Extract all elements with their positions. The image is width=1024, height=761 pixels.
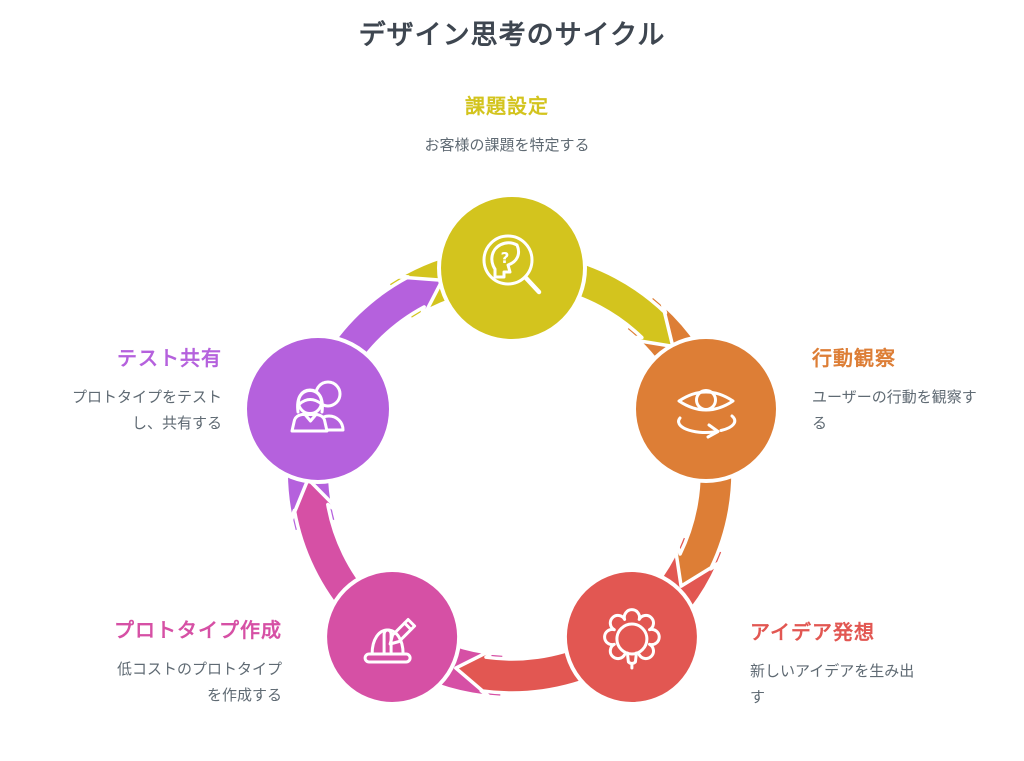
node-circle-problem-framing: ? [437,193,587,343]
node-label-ideation: アイデア発想 新しいアイデアを生み出 す [750,616,970,711]
helmet-pencil-icon [363,618,417,664]
node-title-problem-framing: 課題設定 [465,96,549,118]
node-label-problem-framing: 課題設定 お客様の課題を特定する [352,90,662,159]
flow-arrow-from-ideation [454,641,604,711]
node-title-test-sharing: テスト共有 [117,348,222,370]
node-circle-behavior-observation [632,335,780,483]
node-title-prototyping: プロトタイプ作成 [114,620,282,642]
node-circle-test-sharing [243,334,393,484]
node-circle-prototyping [323,568,462,706]
node-label-behavior-observation: 行動観察 ユーザーの行動を観察す る [812,342,1012,437]
node-label-test-sharing: テスト共有 プロトタイプをテスト し、共有する [18,342,222,437]
node-desc-test-sharing: プロトタイプをテスト し、共有する [71,389,222,432]
node-desc-prototyping: 低コストのプロトタイプ を作成する [116,661,282,704]
node-desc-behavior-observation: ユーザーの行動を観察す る [812,389,977,432]
node-desc-problem-framing: お客様の課題を特定する [424,137,590,154]
head-search-icon: ? [482,234,542,295]
node-title-ideation: アイデア発想 [750,622,875,644]
gear-bulb-icon [603,608,661,670]
node-label-prototyping: プロトタイプ作成 低コストのプロトタイプ を作成する [58,614,282,709]
node-circle-ideation [562,568,701,706]
users-icon [290,380,345,433]
node-desc-ideation: 新しいアイデアを生み出 す [750,663,915,706]
svg-text:?: ? [501,249,510,267]
eye-cycle-icon [677,389,737,439]
node-title-behavior-observation: 行動観察 [812,348,896,370]
page-title: デザイン思考のサイクル [358,20,666,50]
